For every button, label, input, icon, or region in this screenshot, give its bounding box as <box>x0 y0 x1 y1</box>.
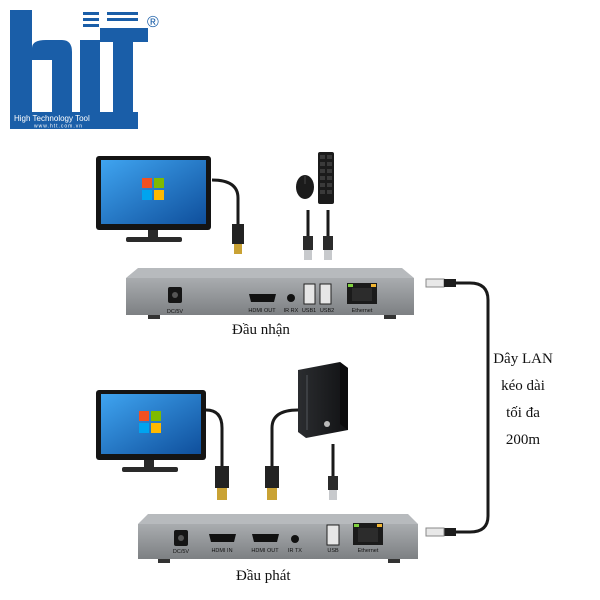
receiver-monitor <box>96 156 211 242</box>
lan-cable <box>425 278 490 537</box>
receiver-usb1-label: USB1 <box>302 308 316 314</box>
bottom-hdmi-cable-monitor <box>205 408 229 500</box>
windows-logo-icon <box>142 178 164 200</box>
transmitter-ethernet-label: Ethernet <box>358 548 379 554</box>
transmitter-usb-label: USB <box>327 548 339 554</box>
receiver-device: DC/5V HDMI OUT IR RX USB1 USB2 Ethernet <box>126 268 414 319</box>
transmitter-hdmi-in-label: HDMI IN <box>211 548 232 554</box>
keyboard-icon <box>318 152 334 204</box>
receiver-label: Đầu nhận <box>232 322 290 338</box>
registered-mark: ® <box>147 14 159 31</box>
brand-website: www.htt.com.vn <box>34 124 83 130</box>
bottom-hdmi-cable-pc <box>265 408 299 500</box>
transmitter-ir-tx-label: IR TX <box>288 548 302 554</box>
lan-caption-line-4: 200m <box>505 432 541 448</box>
ir-rx-port <box>287 294 295 302</box>
receiver-ir-rx-label: IR RX <box>284 308 299 314</box>
hdmi-in-port <box>209 534 236 542</box>
brand-logo: High Technology Tool www.htt.com.vn ® <box>10 10 159 130</box>
usb1-port <box>303 283 316 305</box>
usb2-port <box>319 283 332 305</box>
lan-caption-line-2: kéo dài <box>501 378 545 394</box>
ir-tx-port <box>291 535 299 543</box>
receiver-usb2-label: USB2 <box>320 308 334 314</box>
transmitter-device: DC/5V HDMI IN HDMI OUT IR TX USB Etherne… <box>138 514 418 563</box>
lan-caption-line-1: Dây LAN <box>493 351 553 367</box>
mouse-icon <box>296 175 314 199</box>
windows-logo-icon <box>139 411 161 433</box>
receiver-dc-label: DC/5V <box>167 309 184 315</box>
pc-tower-icon <box>298 362 348 438</box>
hdmi-out-port <box>252 534 279 542</box>
hdmi-out-port <box>249 294 276 302</box>
top-hdmi-cable <box>211 178 244 254</box>
receiver-ethernet-label: Ethernet <box>352 308 373 314</box>
brand-tagline: High Technology Tool <box>14 114 90 123</box>
top-usb-cable-2 <box>323 210 333 260</box>
lan-cable-caption: Dây LAN kéo dài tối đa 200m <box>478 346 568 454</box>
top-usb-cable-1 <box>303 210 313 260</box>
transmitter-label: Đầu phát <box>236 568 291 584</box>
transmitter-hdmi-out-label: HDMI OUT <box>251 548 279 554</box>
transmitter-monitor <box>96 390 206 472</box>
usb-port <box>326 524 340 546</box>
receiver-hdmi-out-label: HDMI OUT <box>248 308 276 314</box>
transmitter-dc-label: DC/5V <box>173 549 190 555</box>
lan-caption-line-3: tối đa <box>506 405 540 421</box>
bottom-usb-cable <box>328 444 338 500</box>
